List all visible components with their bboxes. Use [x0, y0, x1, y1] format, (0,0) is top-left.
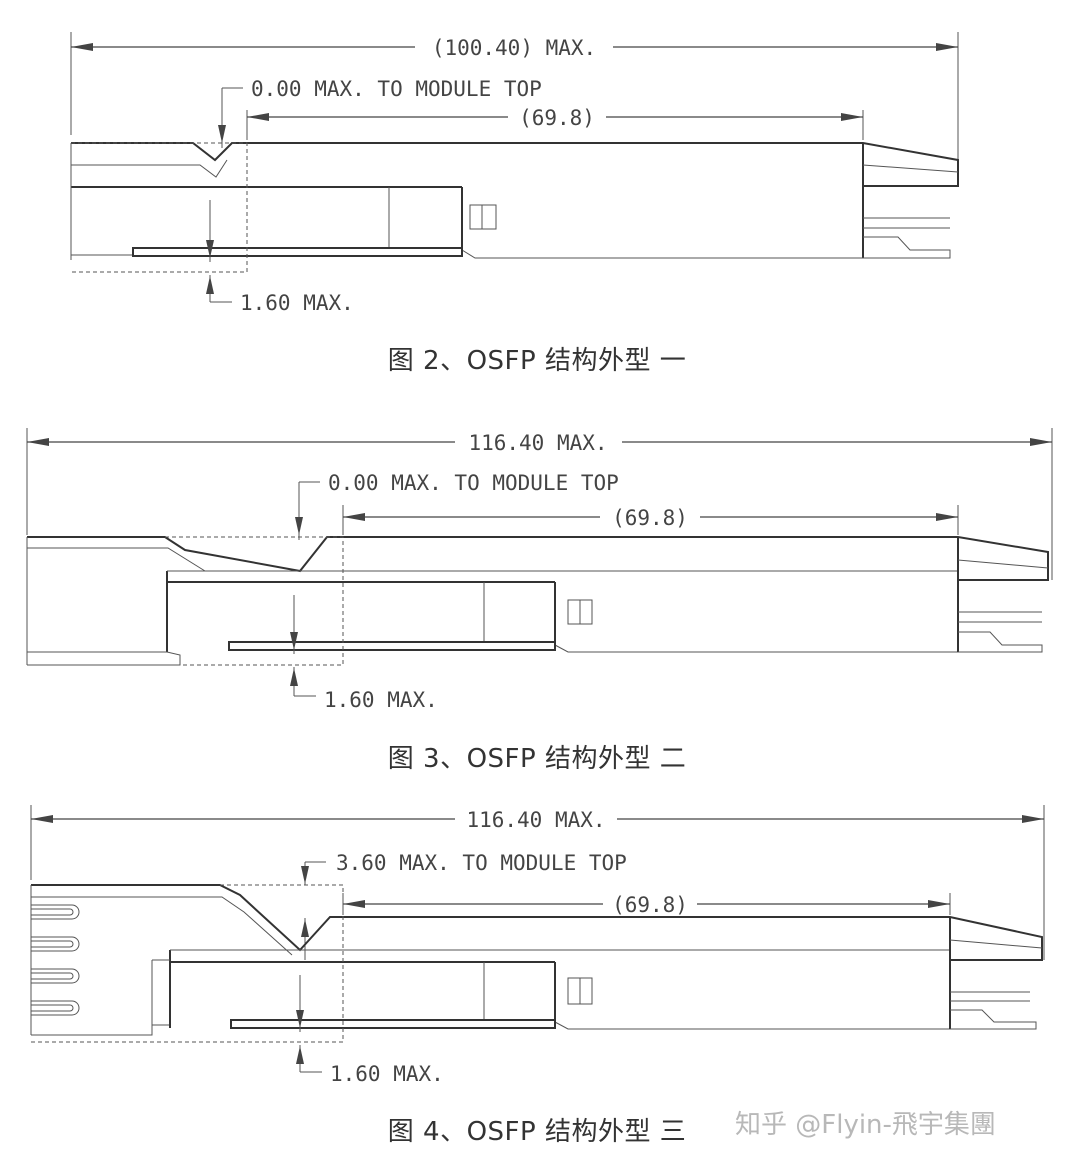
watermark: 知乎 @Flyin-飛宇集團 [735, 1110, 996, 1140]
osfp-drawing-2: 116.40 MAX. 0.00 MAX. TO MODULE TOP (69.… [26, 428, 1053, 712]
top-clearance-label: 0.00 MAX. TO MODULE TOP [328, 471, 619, 495]
figure-caption-2: 图 3、OSFP 结构外型 二 [387, 744, 687, 774]
figure-caption-3: 图 4、OSFP 结构外型 三 [387, 1117, 687, 1147]
body-length-label: (69.8) [612, 893, 688, 917]
pull-tab-loops [31, 904, 80, 1016]
osfp-drawing-3: 116.40 MAX. 3.60 MAX. TO MODULE TOP (69.… [30, 805, 1045, 1086]
overall-dimension-label: 116.40 MAX. [468, 431, 607, 455]
top-clearance-label: 0.00 MAX. TO MODULE TOP [251, 77, 542, 101]
figure-caption-1: 图 2、OSFP 结构外型 一 [387, 346, 687, 376]
bottom-clearance-label: 1.60 MAX. [324, 688, 438, 712]
osfp-drawing-1: (100.40) MAX. 0.00 MAX. TO MODULE TOP (6… [70, 32, 959, 315]
body-length-label: (69.8) [612, 506, 688, 530]
bottom-clearance-label: 1.60 MAX. [330, 1062, 444, 1086]
top-clearance-label: 3.60 MAX. TO MODULE TOP [336, 851, 627, 875]
overall-dimension-label: (100.40) MAX. [432, 36, 596, 60]
body-length-label: (69.8) [519, 106, 595, 130]
bottom-clearance-label: 1.60 MAX. [240, 291, 354, 315]
overall-dimension-label: 116.40 MAX. [466, 808, 605, 832]
